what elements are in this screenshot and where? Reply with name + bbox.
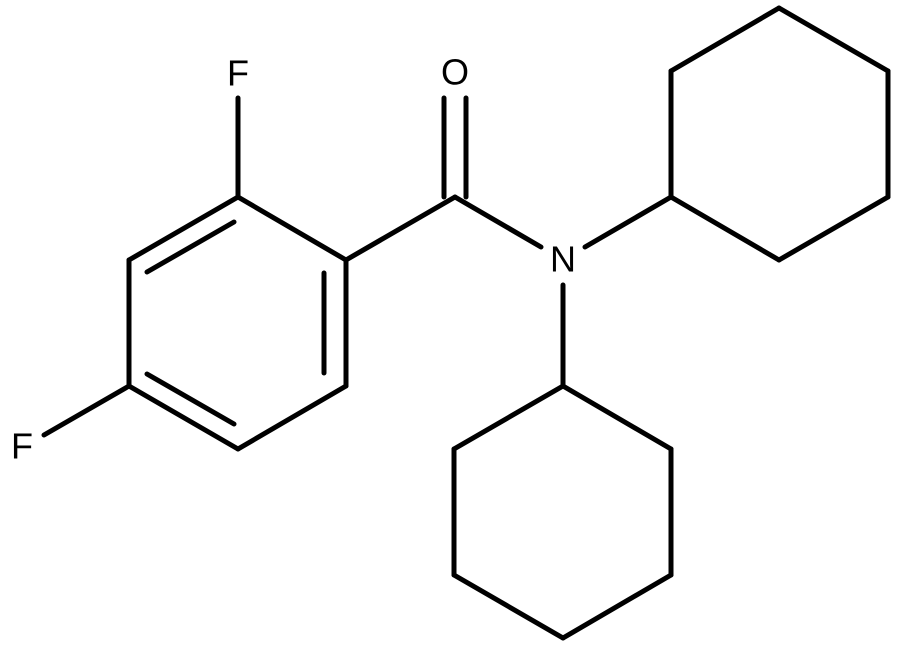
upper-ring-bond: [776, 194, 891, 263]
bond-ring-carbonyl: [343, 194, 458, 263]
atom-label-nitrogen: N: [550, 239, 576, 280]
ring-bond-c2-c3-inner: [144, 219, 237, 275]
lower-ring-bond: [560, 572, 674, 641]
ring-bond-c5-c6: [235, 383, 349, 452]
benzene-ring: [126, 194, 349, 452]
upper-ring-bond: [776, 5, 891, 74]
ring-bond-c1-c2: [235, 194, 349, 263]
lower-ring-bond: [451, 572, 566, 641]
atom-label-fluorine-ortho: F: [227, 53, 249, 94]
cyclohexyl-ring-upper: [668, 5, 891, 263]
lower-ring-bond: [560, 383, 674, 452]
ring-bond-c4-c5: [126, 383, 241, 452]
bond-n-cyclohexyl-upper: [582, 194, 674, 250]
ring-bond-c2-c3: [126, 194, 241, 263]
lower-ring-bond: [451, 383, 566, 452]
upper-ring-bond: [668, 5, 782, 74]
atom-label-fluorine-para: F: [11, 426, 33, 467]
upper-ring-bond: [668, 194, 782, 263]
bond-c4-f: [41, 383, 132, 438]
cyclohexyl-ring-lower: [451, 383, 674, 641]
bond-carbonyl-n: [452, 194, 544, 250]
atom-label-oxygen: O: [441, 52, 469, 93]
ring-bond-c4-c5-inner: [144, 371, 237, 427]
